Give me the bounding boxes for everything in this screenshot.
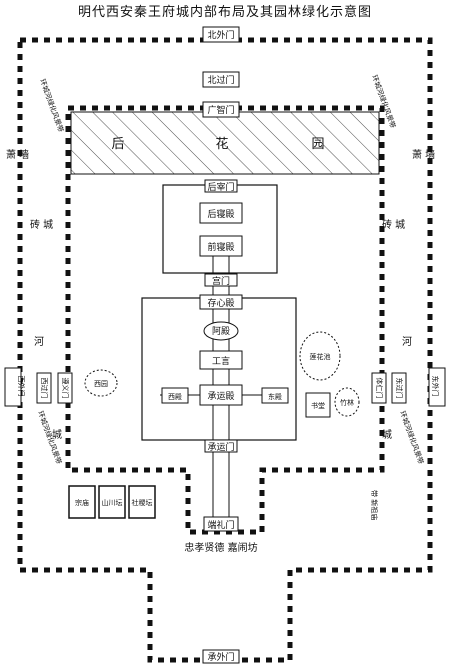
brick-left-label: 砖 城 — [30, 218, 53, 231]
hall-rear-sleeping — [199, 202, 243, 224]
moat-right-label: 城 — [382, 429, 392, 441]
brick-right-label: 砖 城 — [382, 218, 405, 231]
gate-north-mid-label: 北过门 — [207, 74, 234, 86]
se-belt-label: 环城河绿化风景带 — [398, 410, 426, 466]
hall-gongyan — [199, 350, 243, 370]
gate-east-inner — [371, 372, 387, 404]
hall-gongyan-label: 工言 — [212, 355, 230, 367]
hall-cunxin-label: 存心殿 — [207, 297, 234, 309]
hall-front-sleeping — [199, 235, 243, 257]
gate-north-inner — [202, 101, 240, 118]
west-garden-label: 西园 — [94, 380, 108, 388]
gate-north-outer — [202, 26, 240, 43]
gate-west-mid — [36, 372, 52, 404]
gate-east-mid-label: 东过门 — [395, 378, 404, 399]
river-left-label: 河 — [34, 336, 44, 348]
study-hall — [305, 392, 331, 418]
rear-palace-court — [162, 184, 278, 274]
wall-left-label: 萧 墙 — [6, 148, 29, 161]
gate-middle-label: 宫门 — [212, 275, 230, 287]
ancestral-temple-label: 宗庙 — [75, 498, 89, 507]
gate-middle — [204, 273, 238, 287]
gate-east-inner-label: 体仁门 — [375, 378, 384, 399]
se-extra-label: 带 新祖庙 — [370, 490, 379, 520]
rear-garden-char-1: 后 — [111, 137, 124, 152]
gate-south-outer-label: 承外门 — [207, 651, 234, 663]
lotus-pond-label: 莲花池 — [310, 352, 331, 361]
gate-rear-label: 后宰门 — [207, 181, 234, 193]
gate-south-inner-label: 端礼门 — [207, 519, 234, 531]
hall-cunxin — [199, 294, 243, 310]
hall-chengyun — [199, 384, 243, 406]
shanchuan-altar-label: 山川坛 — [102, 498, 123, 507]
lotus-pond — [299, 331, 341, 381]
south-street-label: 忠孝贤德 嘉闹坊 — [184, 541, 257, 554]
hall-east-label: 东殿 — [268, 392, 282, 401]
gate-east-mid — [391, 372, 407, 404]
pavilion — [203, 321, 239, 341]
bamboo-grove-label: 竹林 — [340, 398, 354, 407]
hall-east — [261, 387, 289, 404]
west-garden — [84, 369, 118, 397]
gate-west-inner — [57, 372, 73, 404]
shanchuan-altar — [98, 485, 126, 519]
gate-west-outer-label: 西外门 — [17, 376, 26, 397]
hall-front-sleeping-label: 前寝殿 — [207, 241, 234, 253]
hall-rear-sleeping-label: 后寝殿 — [207, 208, 234, 220]
gate-west-mid-label: 西过门 — [40, 378, 49, 399]
outer-wall — [17, 37, 433, 663]
gate-palace — [204, 439, 238, 453]
moat-left-label: 城 — [52, 429, 62, 441]
rear-garden-char-2: 花 — [215, 136, 228, 152]
ancestral-temple — [68, 485, 96, 519]
hall-chengyun-label: 承运殿 — [207, 391, 234, 402]
gate-palace-label: 承运门 — [207, 441, 234, 453]
gate-west-inner-label: 遵义门 — [61, 378, 70, 399]
gate-east-outer-label: 东外门 — [431, 376, 440, 397]
gate-rear — [204, 179, 238, 193]
gate-west-outer — [4, 367, 22, 407]
river-right-label: 河 — [402, 336, 412, 348]
nw-belt-label: 环城河绿化风景带 — [38, 78, 66, 134]
hall-west — [161, 387, 189, 404]
gate-east-outer — [428, 367, 446, 407]
gate-north-mid — [202, 71, 240, 88]
bamboo-grove — [334, 387, 360, 417]
sheji-altar — [128, 485, 156, 519]
gate-north-outer-label: 北外门 — [207, 29, 234, 41]
hall-west-label: 西殿 — [168, 393, 182, 401]
study-hall-label: 书堂 — [311, 401, 325, 410]
gate-north-inner-label: 广智门 — [207, 104, 234, 116]
wall-right-label: 萧 墙 — [412, 148, 435, 161]
brick-city-wall — [65, 105, 385, 535]
pavilion-label: 阿殿 — [212, 326, 230, 337]
diagram-title: 明代西安秦王府城内部布局及其园林绿化示意图 — [78, 4, 372, 20]
gate-south-inner — [203, 516, 239, 532]
gate-south-outer — [202, 649, 240, 664]
sheji-altar-label: 社稷坛 — [132, 498, 153, 507]
rear-garden-char-3: 园 — [311, 137, 324, 152]
